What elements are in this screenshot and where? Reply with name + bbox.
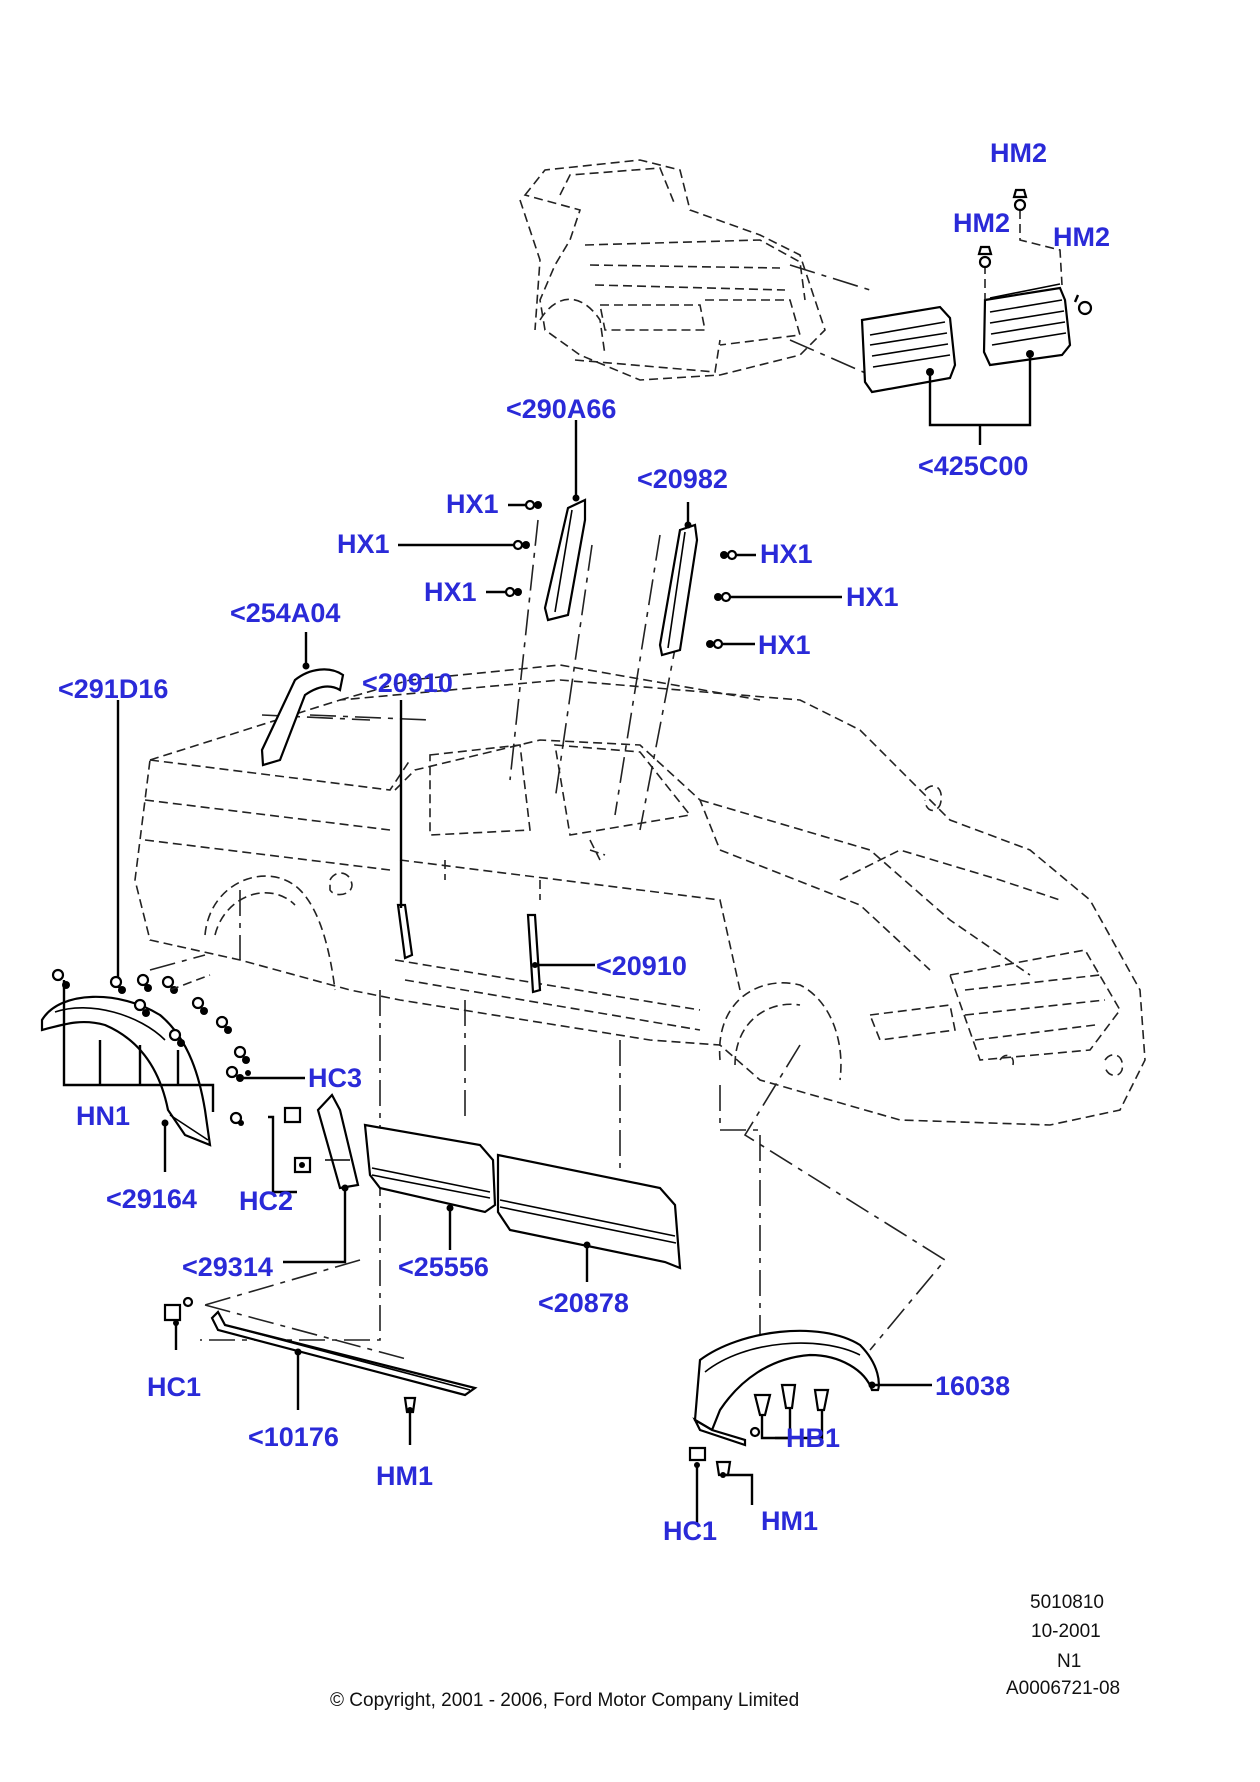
drawing-meta: 5010810 10-2001 N1 A0006721-08 © Copyrig… bbox=[330, 1592, 1120, 1711]
callout-labels: HM2 HM2 HM2 <425C00 <290A66 <20982 HX1 H… bbox=[58, 138, 1110, 1546]
label-hx1-e: HX1 bbox=[846, 582, 899, 612]
label-290a66: <290A66 bbox=[506, 394, 616, 424]
label-hb1: HB1 bbox=[786, 1423, 840, 1453]
label-254a04: <254A04 bbox=[230, 598, 340, 628]
label-hm2-right: HM2 bbox=[1053, 222, 1110, 252]
label-hx1-b: HX1 bbox=[337, 529, 390, 559]
label-hm2-top: HM2 bbox=[990, 138, 1047, 168]
part-29314 bbox=[268, 1093, 360, 1264]
part-20878 bbox=[496, 1153, 682, 1282]
part-16038-rear-flare bbox=[688, 1329, 932, 1525]
label-hm1-b: HM1 bbox=[761, 1506, 818, 1536]
label-20910-a: <20910 bbox=[362, 668, 453, 698]
label-29164: <29164 bbox=[106, 1184, 197, 1214]
label-291d16: <291D16 bbox=[58, 674, 168, 704]
ref-date: 10-2001 bbox=[1031, 1621, 1101, 1642]
label-425c00: <425C00 bbox=[918, 451, 1028, 481]
label-29314: <29314 bbox=[182, 1252, 273, 1282]
part-254a04 bbox=[260, 632, 345, 767]
label-leaders bbox=[398, 503, 842, 646]
label-hn1: HN1 bbox=[76, 1101, 130, 1131]
label-20982: <20982 bbox=[637, 464, 728, 494]
main-truck-outline bbox=[134, 664, 1146, 1126]
hn1-clips bbox=[51, 968, 250, 1126]
label-hx1-f: HX1 bbox=[758, 630, 811, 660]
label-hx1-a: HX1 bbox=[446, 489, 499, 519]
label-hm2-left: HM2 bbox=[953, 208, 1010, 238]
label-hx1-c: HX1 bbox=[424, 577, 477, 607]
label-20878: <20878 bbox=[538, 1288, 629, 1318]
label-25556: <25556 bbox=[398, 1252, 489, 1282]
label-hm1-a: HM1 bbox=[376, 1461, 433, 1491]
copyright-text: © Copyright, 2001 - 2006, Ford Motor Com… bbox=[330, 1690, 799, 1711]
part-20910-strips bbox=[396, 700, 595, 994]
hm2-fasteners bbox=[977, 188, 1093, 316]
hc3-fastener bbox=[245, 1070, 251, 1076]
part-20982-pillar bbox=[658, 502, 738, 657]
label-hx1-d: HX1 bbox=[760, 539, 813, 569]
rear-truck-outline bbox=[519, 159, 871, 381]
part-25556 bbox=[363, 1123, 497, 1250]
part-front-flare bbox=[40, 700, 305, 1172]
label-16038: 16038 bbox=[935, 1371, 1010, 1401]
part-10176 bbox=[163, 1296, 478, 1445]
label-20910-b: <20910 bbox=[596, 951, 687, 981]
part-290a66-pillar bbox=[504, 420, 587, 622]
label-hc3: HC3 bbox=[308, 1063, 362, 1093]
part-425c00-panels bbox=[860, 283, 1072, 445]
ref-n1: N1 bbox=[1057, 1651, 1081, 1672]
label-hc2: HC2 bbox=[239, 1186, 293, 1216]
label-10176: <10176 bbox=[248, 1422, 339, 1452]
label-hc1-a: HC1 bbox=[147, 1372, 201, 1402]
ref-number: 5010810 bbox=[1030, 1592, 1104, 1613]
label-hc1-b: HC1 bbox=[663, 1516, 717, 1546]
ref-code: A0006721-08 bbox=[1006, 1678, 1120, 1699]
